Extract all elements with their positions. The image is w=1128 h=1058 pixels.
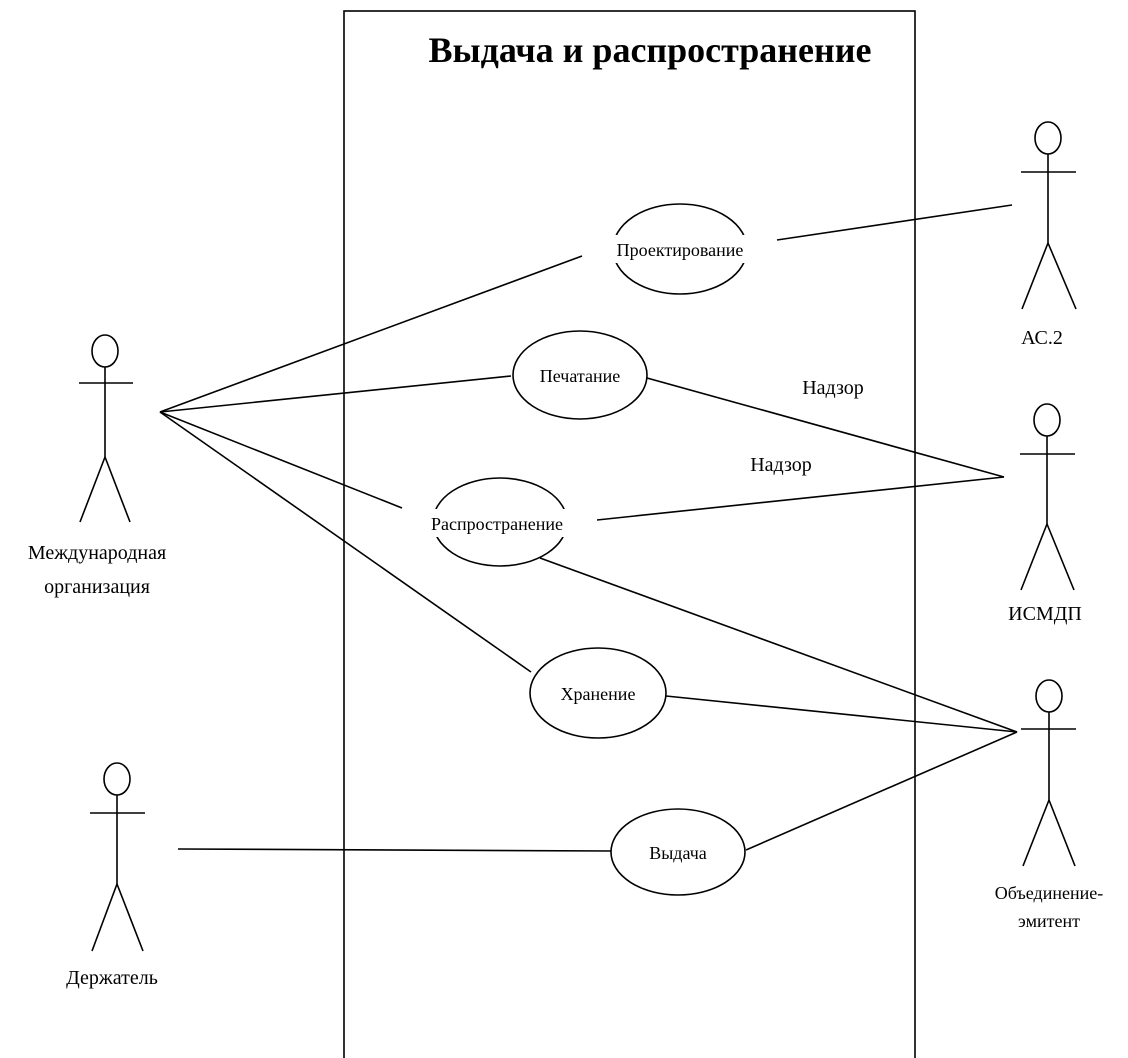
actor-ismdp-label: ИСМДП <box>1008 603 1082 625</box>
actor-international-organization-line2: организация <box>44 576 150 598</box>
actor-holder-label: Держатель <box>66 967 158 989</box>
assoc-intl-printing <box>159 375 512 413</box>
label-supervision-printing: Надзор <box>802 377 864 399</box>
actor-stick-figure-icon <box>90 762 145 952</box>
actor-international-organization-line1: Международная <box>28 542 166 564</box>
associations <box>159 204 1018 852</box>
assoc-storage-issuer <box>665 695 1018 733</box>
actor-stick-figure-icon <box>1020 403 1075 591</box>
use-case-design[interactable]: Проектирование <box>585 203 775 295</box>
actor-issuer-line1: Объединение- <box>995 883 1103 903</box>
actor-stick-figure-icon <box>1021 679 1076 867</box>
assoc-holder-issuance <box>177 848 613 852</box>
assoc-design-ac2 <box>776 204 1013 241</box>
actor-stick-figure-icon <box>79 334 133 523</box>
actor-stick-figure-icon <box>1021 121 1077 310</box>
use-case-printing-label: Печатание <box>540 366 620 386</box>
system-title: Выдача и распространение <box>428 30 871 70</box>
assoc-printing-ismdp <box>646 377 1005 478</box>
use-case-distribution-label: Распространение <box>431 514 563 534</box>
use-case-distribution[interactable]: Распространение <box>403 477 597 567</box>
use-case-design-label: Проектирование <box>617 240 744 260</box>
actor-ac2-label: АС.2 <box>1021 327 1063 349</box>
actor-issuer-line2: эмитент <box>1018 911 1080 931</box>
assoc-distribution-ismdp <box>596 476 1005 521</box>
use-case-issuance-label: Выдача <box>649 843 707 863</box>
use-case-printing[interactable]: Печатание <box>512 330 648 420</box>
label-supervision-distribution: Надзор <box>750 454 812 476</box>
actor-ismdp[interactable]: ИСМДП <box>1008 403 1082 625</box>
assoc-intl-storage <box>159 411 532 673</box>
assoc-distribution-issuer <box>539 557 1018 733</box>
use-case-storage[interactable]: Хранение <box>529 647 667 739</box>
assoc-intl-design <box>159 255 583 413</box>
actor-issuer-association[interactable]: Объединение- эмитент <box>995 679 1103 931</box>
actor-international-organization[interactable]: Международная организация <box>28 334 166 598</box>
use-case-storage-label: Хранение <box>561 684 636 704</box>
actor-holder[interactable]: Держатель <box>66 762 158 989</box>
use-case-issuance[interactable]: Выдача <box>610 808 746 896</box>
actor-ac2[interactable]: АС.2 <box>1021 121 1077 349</box>
assoc-intl-distribution <box>159 411 403 509</box>
assoc-issuance-issuer <box>745 731 1018 851</box>
